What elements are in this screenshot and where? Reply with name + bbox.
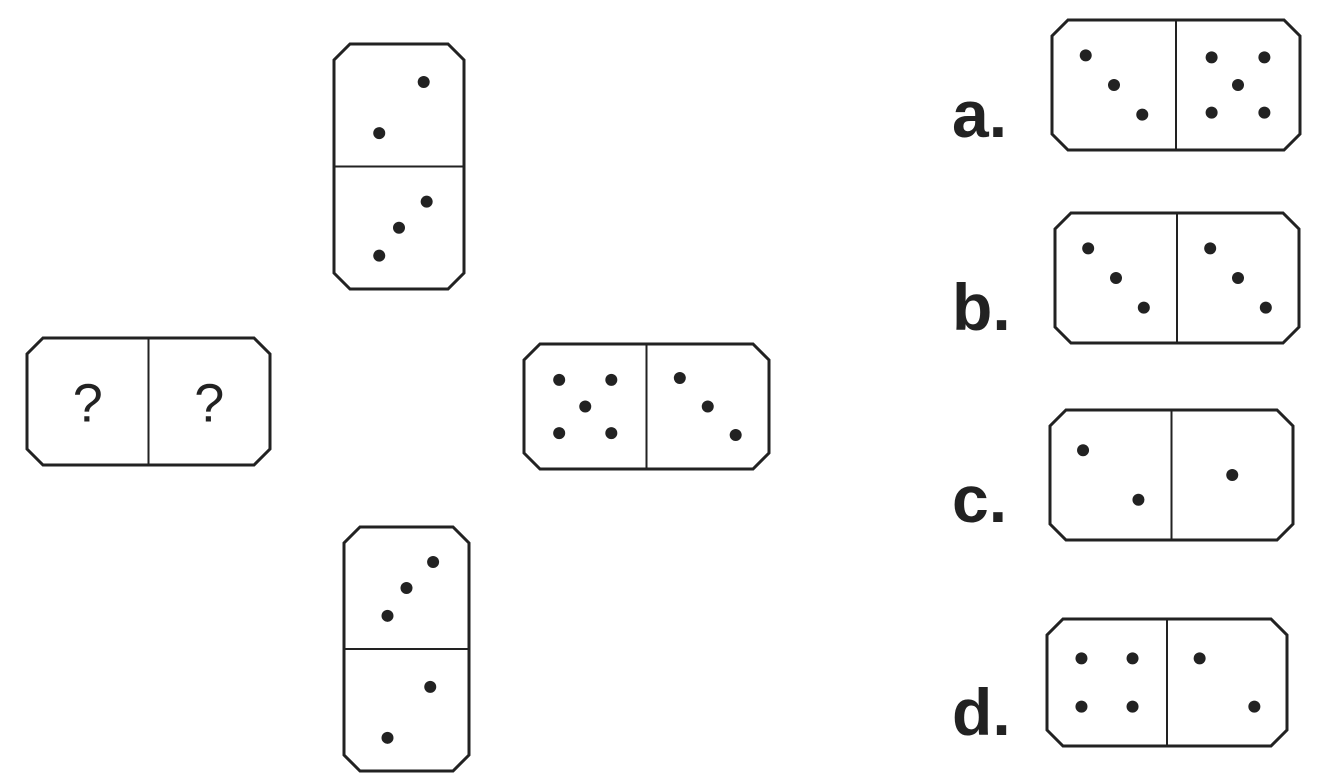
option-domino-1-half-2-pip [1232,79,1244,91]
option-domino-4-half-1-pip [1075,652,1088,665]
option-domino-4-half-1-pip [1126,700,1139,713]
option-domino-4[interactable] [1045,617,1289,748]
domino-right-half-1-pip [605,427,618,440]
domino-top-half-1-pip [373,127,386,140]
option-domino-3-half-2-pip [1226,469,1239,481]
domino-right-half-2-pip [701,400,714,413]
option-label: b. [952,270,1011,344]
option-domino-2-half-2-pip [1232,272,1244,284]
option-domino-1-half-1-pip [1079,49,1092,62]
option-domino-4-half-1-pip [1126,652,1139,665]
option-domino-1-half-2-pip [1258,51,1271,64]
domino-right-half-1-pip [553,373,566,386]
domino-bottom-half-2-pip [424,680,437,693]
option-domino-2[interactable] [1053,211,1301,345]
domino-right-half-2-pip [673,372,686,384]
option-domino-4-half-2-pip [1248,700,1261,713]
option-domino-3-half-1-pip [1132,493,1145,506]
option-domino-2-half-2-pip [1204,242,1217,255]
domino-bottom-half-1-pip [427,556,440,569]
domino-left-half-1-unknown-mark: ? [73,374,103,434]
option-domino-2-half-1-pip [1082,242,1095,255]
domino-bottom-half-1-pip [400,582,413,594]
option-domino-2-half-2-pip [1259,301,1272,314]
domino-top [332,42,466,291]
option-domino-4-half-2-pip [1193,652,1206,665]
option-domino-3[interactable] [1048,408,1295,542]
domino-bottom [342,525,471,773]
option-domino-1-half-1-pip [1136,108,1149,121]
domino-right-half-1-pip [553,427,566,440]
domino-top-half-1-pip [417,75,430,88]
option-domino-1-half-2-pip [1205,51,1218,64]
domino-right-half-1-pip [605,373,618,386]
domino-bottom-half-2-pip [381,731,394,744]
domino-right-half-2-pip [729,429,742,441]
domino-bottom-half-1-pip [381,609,394,622]
option-domino-3-half-1-pip [1077,444,1090,457]
option-domino-1-half-2-pip [1205,106,1218,119]
option-label: c. [952,462,1007,536]
domino-top-half-2-pip [420,195,433,208]
option-label: a. [952,77,1007,151]
option-domino-2-half-1-pip [1110,272,1122,284]
domino-right [522,342,771,471]
domino-top-half-2-pip [393,221,405,234]
option-domino-4-half-1-pip [1075,700,1088,713]
option-domino-2-half-1-pip [1137,301,1150,314]
option-domino-1-half-1-pip [1108,79,1120,91]
domino-left: ?? [25,336,272,467]
option-domino-1[interactable] [1050,18,1302,152]
domino-right-half-1-pip [579,400,592,413]
option-label: d. [952,675,1011,749]
domino-top-half-2-pip [373,249,386,262]
option-domino-1-half-2-pip [1258,106,1271,119]
domino-left-half-2-unknown-mark: ? [194,374,224,434]
